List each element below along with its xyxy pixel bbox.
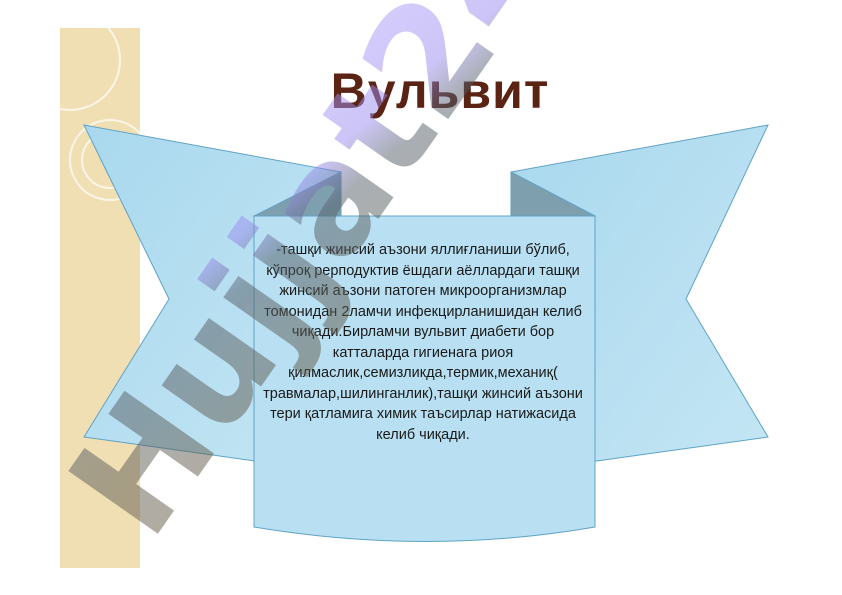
ribbon-center-panel (253, 215, 596, 542)
decorative-side-strip (60, 28, 140, 568)
slide-body-text: -ташқи жинсий аъзони яллиғланиши бўлиб, … (263, 242, 583, 443)
slide-title: Вульвит (330, 63, 550, 119)
